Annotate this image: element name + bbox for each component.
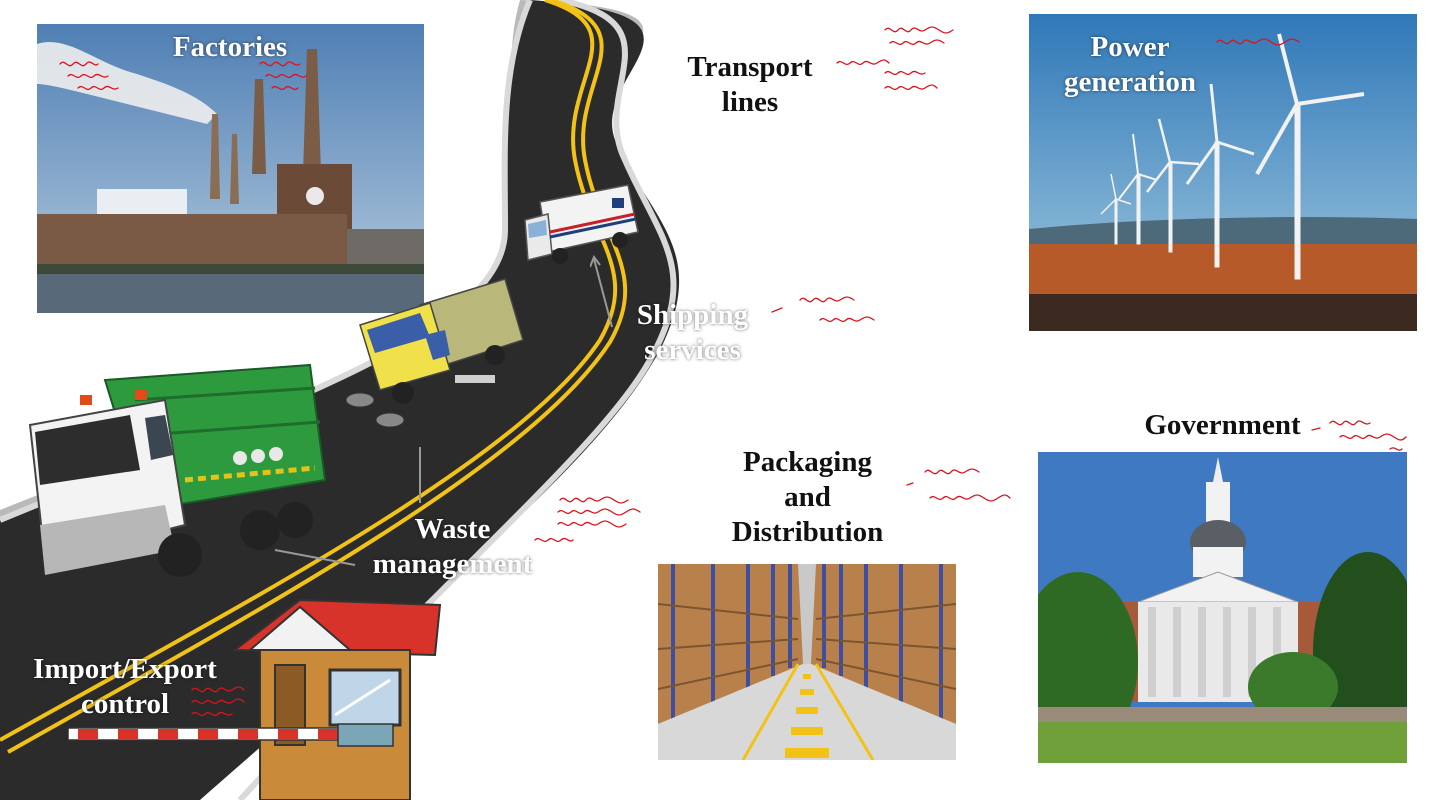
waste-label-line2: management <box>372 547 533 580</box>
shipping-services-label: Shipping services <box>620 298 765 368</box>
import-export-label: Import/Export control <box>10 652 240 722</box>
waste-label-line1: Waste <box>414 513 491 545</box>
warehouse-photo <box>658 564 956 760</box>
shipping-label-line1: Shipping <box>636 299 749 331</box>
government-label: Government <box>1144 409 1301 441</box>
handwritten-note-power <box>1216 38 1300 46</box>
garbage-truck-icon <box>28 363 327 577</box>
handwritten-note-government <box>1311 420 1407 451</box>
mail-truck-icon <box>524 184 639 264</box>
power-generation-photo <box>1029 14 1417 331</box>
capitol-building-icon <box>1038 452 1407 763</box>
shipping-label-line2: services <box>644 333 741 366</box>
packaging-line2: and <box>784 480 831 513</box>
handwritten-note-shipping <box>771 296 875 323</box>
waste-pointer <box>419 447 421 503</box>
transport-label-line1: Transport <box>687 51 813 83</box>
handwritten-note-transport <box>836 26 954 91</box>
guard-booth-icon <box>232 598 442 800</box>
power-label-line1: Power <box>1090 31 1170 63</box>
import-export-line1: Import/Export <box>33 653 217 685</box>
government-photo <box>1038 452 1407 763</box>
packaging-label: Packaging and Distribution <box>715 445 900 549</box>
boom-gate-icon <box>68 723 394 747</box>
transport-lines-label: Transport lines <box>675 50 825 120</box>
smokestack-icon <box>210 114 220 199</box>
factories-photo <box>37 24 424 313</box>
street-sweeper-icon <box>345 278 524 428</box>
shipping-pointer <box>590 255 613 328</box>
transport-label-line2: lines <box>721 85 779 118</box>
power-label-line2: generation <box>1063 65 1197 98</box>
handwritten-note-factories-2 <box>259 61 307 91</box>
waste-management-label: Waste management <box>340 512 565 582</box>
handwritten-note-factories-1 <box>59 61 119 91</box>
power-generation-label: Power generation <box>1040 30 1220 100</box>
packaging-line3: Distribution <box>731 515 884 548</box>
handwritten-note-packaging <box>906 468 1011 502</box>
warehouse-icon <box>658 564 956 760</box>
handwritten-note-waste <box>534 496 641 543</box>
factories-label: Factories <box>172 31 288 63</box>
waste-pointer-left <box>274 549 356 566</box>
import-export-line2: control <box>80 687 170 720</box>
wind-turbine-icon <box>1100 33 1365 280</box>
packaging-line1: Packaging <box>743 446 872 478</box>
handwritten-note-import-export <box>191 686 245 717</box>
